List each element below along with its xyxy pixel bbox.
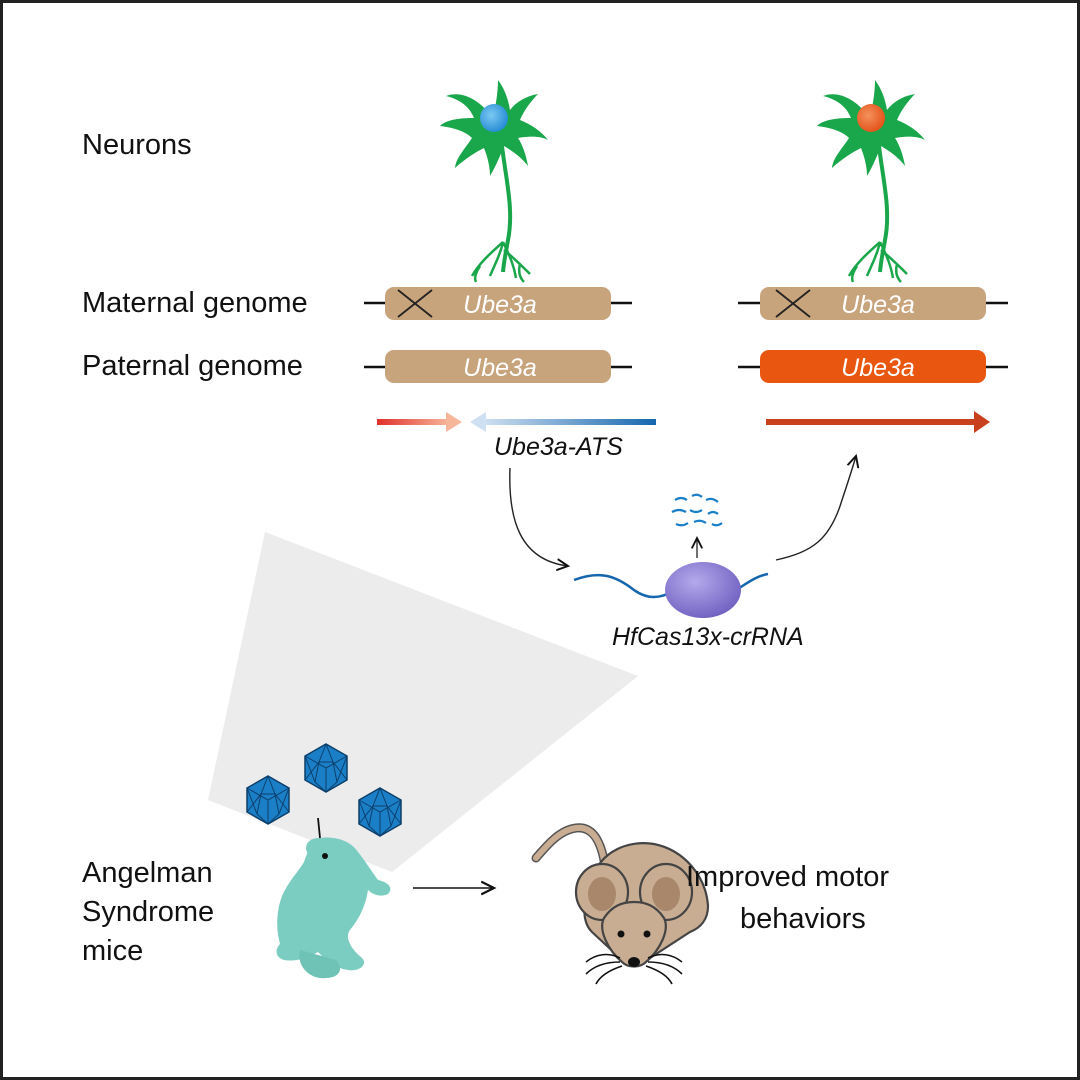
right-paternal-gene: Ube3a bbox=[738, 350, 1008, 383]
angelman-label-line1: Angelman bbox=[82, 857, 213, 889]
adult-mouse-icon bbox=[531, 823, 710, 985]
angelman-label-line2: Syndrome bbox=[82, 896, 214, 928]
outcome-label-line2: behaviors bbox=[740, 903, 866, 935]
rna-fragments-icon bbox=[671, 493, 723, 527]
cross-icon bbox=[775, 289, 811, 318]
antisense-transcript-arrow bbox=[470, 412, 656, 432]
restored-transcript-arrow bbox=[766, 411, 990, 433]
left-paternal-gene: Ube3a bbox=[364, 350, 632, 383]
pup-mouse-icon bbox=[276, 817, 391, 979]
paternal-genome-label: Paternal genome bbox=[82, 350, 303, 382]
cas-to-expression-arrow bbox=[775, 456, 856, 561]
gene-label: Ube3a bbox=[841, 291, 915, 319]
cas-label: HfCas13x-crRNA bbox=[612, 623, 804, 651]
gene-label: Ube3a bbox=[463, 354, 537, 382]
angelman-label-line3: mice bbox=[82, 935, 143, 967]
cas13-enzyme-icon bbox=[665, 562, 741, 618]
gene-label: Ube3a bbox=[841, 354, 915, 382]
neurons-label: Neurons bbox=[82, 129, 192, 161]
outcome-label-line1: Improved motor bbox=[686, 861, 889, 893]
sense-transcript-arrow bbox=[377, 412, 462, 432]
injection-cone bbox=[208, 532, 638, 872]
neuron-icon bbox=[817, 80, 925, 283]
cross-icon bbox=[397, 289, 433, 318]
ats-to-cas-arrow bbox=[509, 467, 568, 566]
maternal-genome-label: Maternal genome bbox=[82, 287, 308, 319]
neuron-icon bbox=[440, 80, 548, 283]
ats-label: Ube3a-ATS bbox=[494, 433, 623, 461]
right-maternal-gene: Ube3a bbox=[738, 287, 1008, 320]
left-maternal-gene: Ube3a bbox=[364, 287, 632, 320]
gene-label: Ube3a bbox=[463, 291, 537, 319]
